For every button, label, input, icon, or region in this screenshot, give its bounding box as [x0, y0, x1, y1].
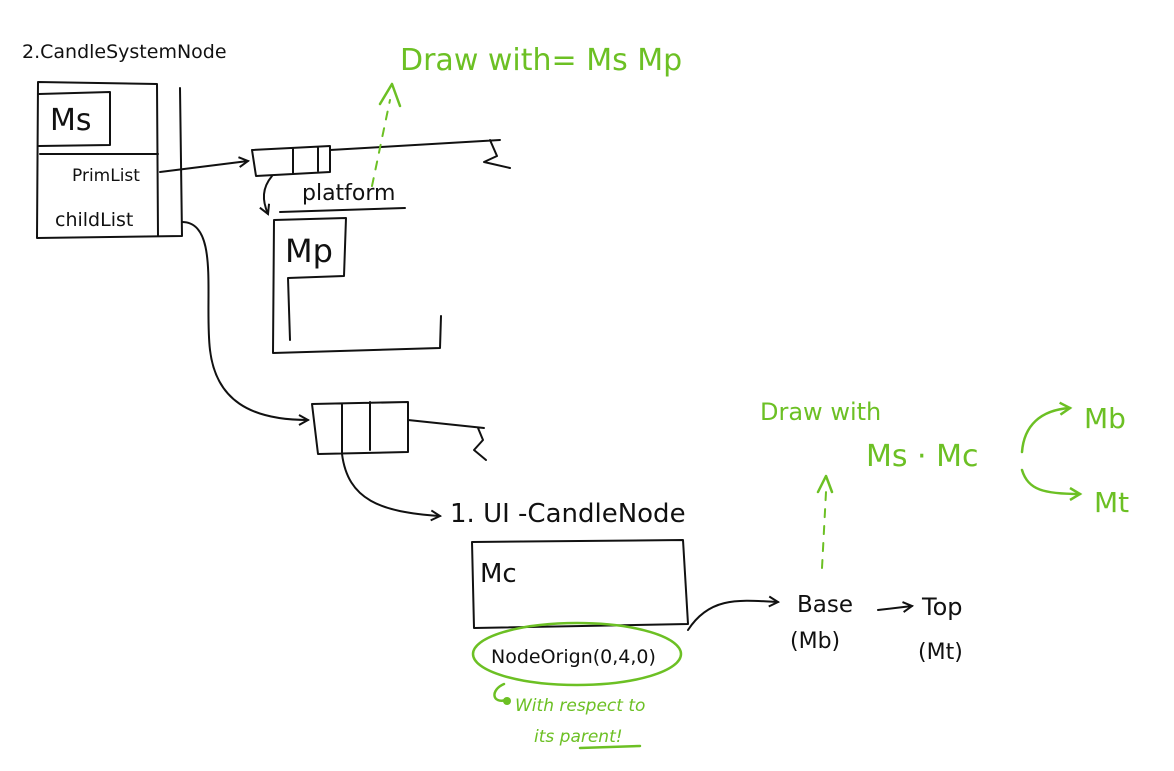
- platform-box: [272, 217, 442, 354]
- node-origin-label: NodeOrign(0,4,0): [491, 646, 656, 668]
- branch-mt-arrow: [1020, 468, 1080, 494]
- candle-node-title: 1. UI -CandleNode: [450, 499, 686, 529]
- candle-node-matrix-label: Mc: [480, 559, 517, 589]
- origin-note-line1: With respect to: [515, 696, 645, 716]
- base-label: Base: [797, 592, 853, 618]
- top-matrix-label: (Mt): [918, 640, 963, 665]
- child-list-label: childList: [55, 209, 133, 231]
- base-draw-arrow: [821, 491, 827, 569]
- branch-mb-label: Mb: [1084, 402, 1126, 435]
- childlist-next-line: [407, 419, 487, 461]
- platform-underline: [279, 207, 406, 213]
- system-node-matrix-label: Ms: [50, 103, 92, 138]
- primlist-arrow: [159, 161, 248, 173]
- origin-highlight: [471, 621, 683, 687]
- branch-mb-arrow: [1020, 408, 1070, 454]
- origin-note-pointer: [493, 682, 508, 702]
- origin-note-dot: [503, 697, 511, 705]
- branch-mt-label: Mt: [1094, 486, 1129, 519]
- primlist-next-line: [329, 139, 511, 169]
- origin-note-underline: [578, 744, 642, 750]
- draw-with-product: Ms · Mc: [866, 439, 979, 474]
- childlist-cell: [311, 401, 409, 455]
- origin-note-line2: its parent!: [534, 727, 623, 747]
- candle-node-box: [471, 539, 689, 629]
- platform-label: platform: [302, 181, 395, 206]
- base-matrix-label: (Mb): [790, 629, 840, 654]
- system-node-box: [36, 81, 183, 239]
- childlist-arrow: [181, 221, 308, 420]
- platform-draw-arrow-head: [378, 82, 402, 108]
- system-node-matrix-box: [38, 91, 111, 147]
- origin-to-base-arrow: [687, 601, 778, 631]
- platform-matrix-label: Mp: [285, 232, 333, 270]
- base-draw-arrow-head: [816, 474, 834, 494]
- platform-draw-arrow: [371, 99, 391, 187]
- primlist-down-arrow: [264, 175, 273, 214]
- draw-with-top: Draw with= Ms Mp: [400, 43, 682, 78]
- prim-list-label: PrimList: [72, 166, 140, 186]
- primlist-cell: [251, 145, 331, 177]
- draw-with-right: Draw with: [760, 398, 881, 426]
- base-to-top-arrow: [877, 606, 912, 610]
- top-label: Top: [921, 593, 963, 621]
- system-node-title: 2.CandleSystemNode: [22, 41, 227, 63]
- childlist-down-arrow: [341, 453, 440, 516]
